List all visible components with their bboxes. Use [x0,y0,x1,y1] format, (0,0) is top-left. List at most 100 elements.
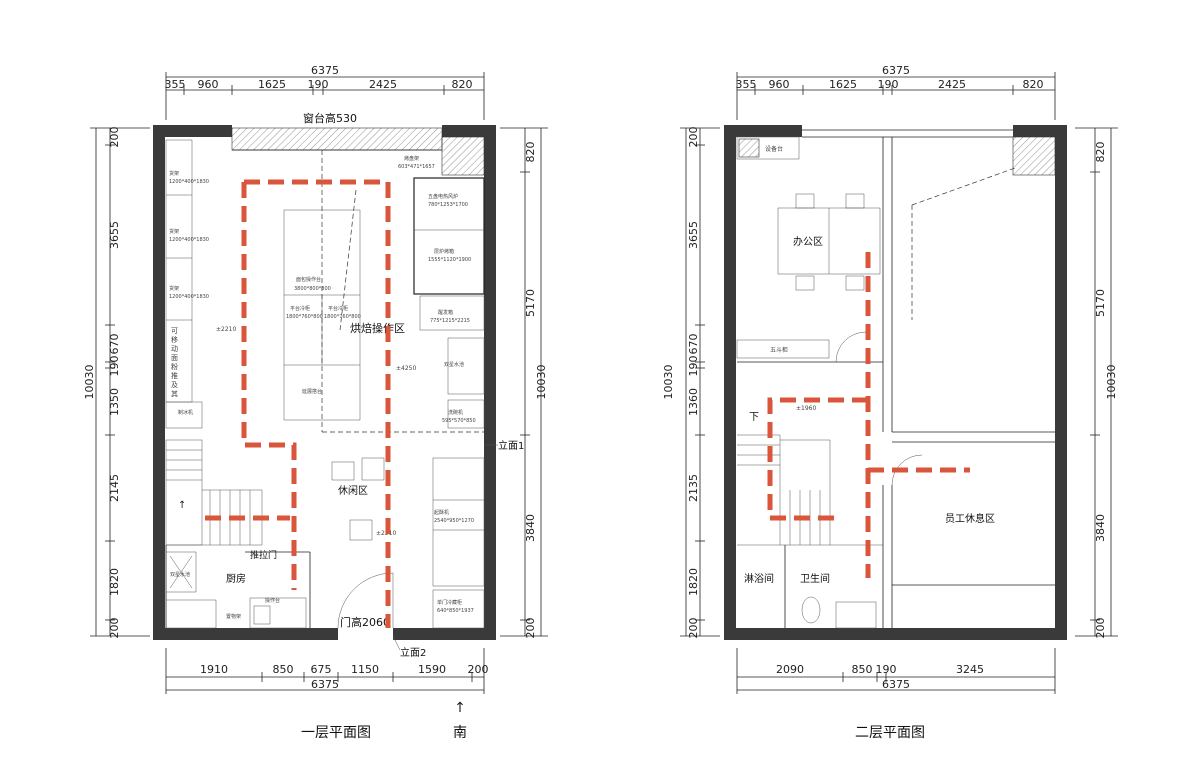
shelf-size-3: 1200*400*1830 [169,294,209,300]
floor1-level-1: ±2210 [216,326,236,333]
kitchen-sink-label: 双星水池 [170,571,190,578]
pastry-table-label: 面包操作台 [296,276,321,283]
floor1-bottom-dim-3: 675 [311,663,332,676]
floor1-flow-route [205,179,391,628]
flat-fridge-1-size: 1800*760*800 [286,314,323,320]
office-area: 办公区 [777,193,881,291]
floor2-bottom-dim-4: 3245 [956,663,984,676]
equipment-platform-label: 设备台 [765,145,783,153]
floor1-left-dim-8: 200 [108,618,121,639]
floor1-top-dim-1: 355 [165,78,186,91]
floor1-right-dim-1: 820 [524,142,537,163]
shower-label: 淋浴间 [744,572,774,585]
floor1-bottom-dimensions: 1910 850 675 1150 1590 200 6375 [165,648,489,694]
flat-fridge-2-size: 1800*760*800 [324,314,361,320]
floor1-level-2: ±4250 [396,365,416,372]
floor1-right-dimensions: 820 5170 3840 200 10030 [500,127,548,639]
elevation2-label: 立面2 [400,646,426,659]
movable-char-5: 粉 [171,362,178,371]
floor1-dashed-lines [321,150,484,433]
floor1-right-total: 10030 [535,365,548,400]
leisure-area: 休闲区 [331,457,385,541]
dishwasher-label: 洗碗机 [448,409,463,416]
leisure-area-label: 休闲区 [338,484,368,497]
floor1-top-dim-3: 1625 [258,78,286,91]
ice-maker-label: 制冰机 [178,409,193,416]
stair-up-arrow: ↑ [178,500,186,511]
shelf-label-1: 货架 [169,170,179,177]
floor1-bottom-dim-2: 850 [273,663,294,676]
floor2-left-dim-5: 1360 [687,388,700,416]
sheeter-size: 2540*950*1270 [434,518,474,524]
floor2-title: 二层平面图 [855,725,925,741]
floor1-main-door: 门高2060 [337,572,394,629]
floor1-plan: 6375 355 960 1625 190 2425 820 窗台高530 [83,64,548,741]
movable-char-8: 其 [171,390,178,398]
deck-oven-label: 五盘电热风炉 [428,193,458,200]
flat-fridge-1-label: 平台冷柜 [290,305,310,312]
work-table-label: 操作台 [265,597,280,604]
floor2-dashed-lines [911,167,1016,320]
kitchen-room-label: 厨房 [226,572,246,585]
floor2-top-dim-6: 820 [1023,78,1044,91]
equipment-platform: 设备台 [736,136,800,160]
proofer-label: 醒发箱 [438,309,453,316]
baking-area-label: 烘焙操作区 [350,321,405,335]
floor2-bottom-total: 6375 [882,678,910,691]
staff-rest-label: 员工休息区 [945,512,995,525]
floor1-left-dimensions: 200 3655 670 190 1350 2145 1820 200 1003… [83,127,150,639]
layer-oven-size: 1555*1120*1900 [428,257,471,263]
stair-down-label: 下 [749,412,759,423]
floor1-left-dim-1: 200 [108,127,121,148]
pastry-table-size: 3800*800*800 [294,286,331,292]
floor1-bottom-dim-6: 200 [468,663,489,676]
floor1-left-dim-5: 1350 [108,388,121,416]
floor2-stairs: 下 [737,412,883,546]
proofer-size: 775*1215*2215 [430,318,470,324]
floor2-left-dim-2: 3655 [687,221,700,249]
toilet-label: 卫生间 [800,572,830,585]
floor2-plan: 6375 355 960 1625 190 2425 820 [662,64,1118,741]
floor1-stairs: ↑ [165,439,263,546]
movable-char-3: 动 [171,344,178,353]
ice-maker: 制冰机 [165,401,203,429]
oven-rack-label: 烤盘架 [404,155,419,162]
staff-rest-area: 员工休息区 [891,454,995,525]
floor1-left-dim-7: 1820 [108,568,121,596]
floor2-right-dim-3: 3840 [1094,514,1107,542]
floor1-top-dim-4: 190 [308,78,329,91]
floor2-bathrooms: 淋浴间 卫生间 [744,545,877,629]
floor1-bottom-dim-1: 1910 [200,663,228,676]
floor1-left-dim-2: 3655 [108,221,121,249]
sliding-door-label: 推拉门 [250,549,277,561]
floor1-elevation-marks: 立面1 立面2 [392,439,524,659]
floor2-left-dimensions: 200 3655 670 190 1360 2135 1820 200 1003… [662,127,720,639]
floor1-left-dim-4: 190 [108,356,121,377]
flat-fridge-2-label: 平台冷柜 [328,305,348,312]
floor1-right-equipment: 烤盘架 603*471*1657 五盘电热风炉 780*1253*1700 层炉… [398,155,485,629]
floor2-top-dimensions: 6375 355 960 1625 190 2425 820 [736,64,1056,120]
oven-rack-size: 603*471*1657 [398,164,435,170]
movable-char-2: 移 [171,335,178,344]
floor1-title: 一层平面图 [301,725,371,741]
floor2-left-dim-3: 670 [687,334,700,355]
floor2-top-dim-4: 190 [878,78,899,91]
floor2-right-dim-2: 5170 [1094,289,1107,317]
movable-char-6: 推 [171,371,178,380]
layer-oven-label: 层炉烤箱 [434,248,454,255]
floor2-left-total: 10030 [662,365,675,400]
floor2-right-dim-1: 820 [1094,142,1107,163]
office-label: 办公区 [793,235,823,248]
sheeter-label: 起酥机 [434,509,449,516]
floor1-top-dim-6: 820 [452,78,473,91]
floor2-left-dim-8: 200 [687,618,700,639]
floor1-right-dim-4: 200 [524,618,537,639]
floor2-top-total: 6375 [882,64,910,77]
floor2-top-dim-1: 355 [736,78,757,91]
movable-char-1: 可 [171,327,178,335]
floor1-left-dim-3: 670 [108,334,121,355]
south-arrow: ↑ [454,700,466,716]
floor1-left-total: 10030 [83,365,96,400]
floor1-bottom-total: 6375 [311,678,339,691]
floor1-bottom-dim-4: 1150 [351,663,379,676]
